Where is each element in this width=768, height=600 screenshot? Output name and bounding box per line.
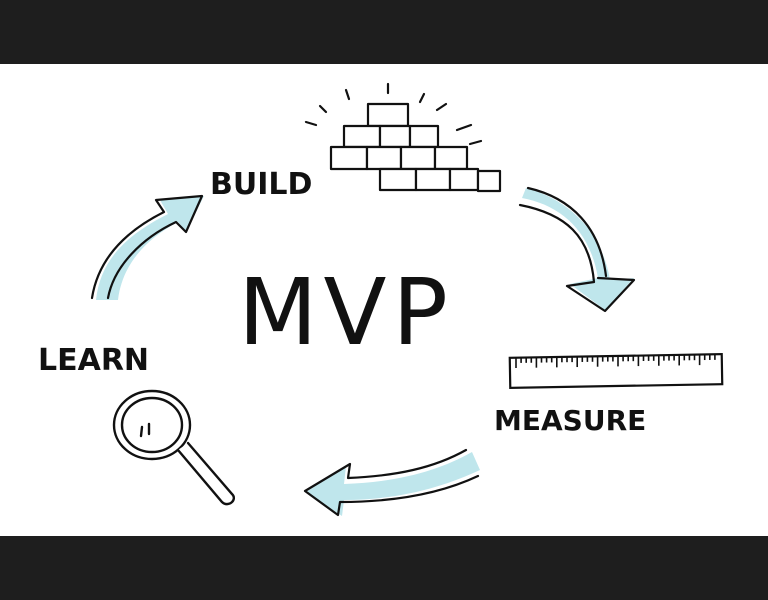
arrow-measure-to-learn — [303, 448, 480, 517]
ruler-icon — [508, 353, 724, 389]
stage-label-measure: MEASURE — [494, 404, 646, 437]
bricks-icon — [304, 82, 502, 193]
stage-label-learn: LEARN — [38, 343, 149, 378]
top-letterbox — [0, 0, 768, 64]
center-title-mvp: MVP — [238, 259, 454, 366]
stage-label-build: BUILD — [210, 167, 312, 202]
magnifier-icon — [112, 389, 236, 506]
arrow-build-to-measure — [518, 186, 636, 313]
bottom-letterbox — [0, 536, 768, 600]
arrow-learn-to-build — [90, 194, 204, 300]
